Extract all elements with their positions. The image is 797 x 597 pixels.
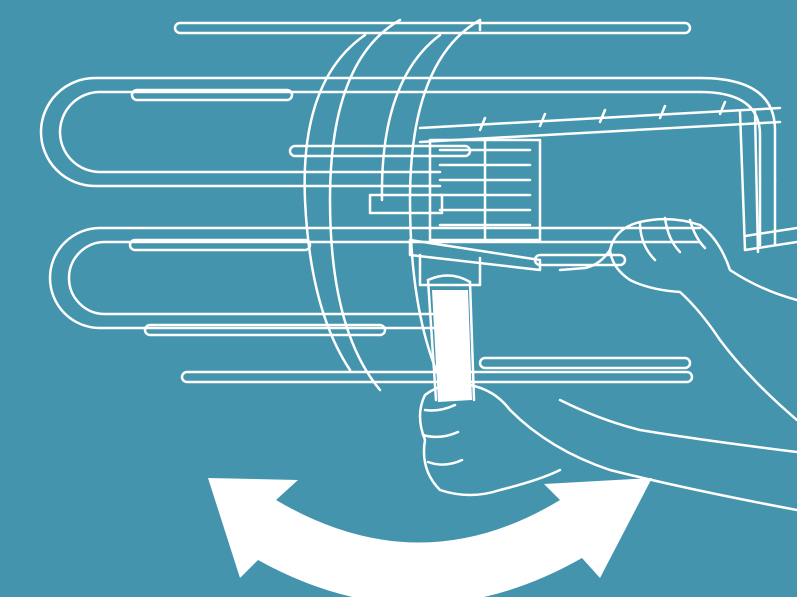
mast-body — [432, 290, 472, 402]
